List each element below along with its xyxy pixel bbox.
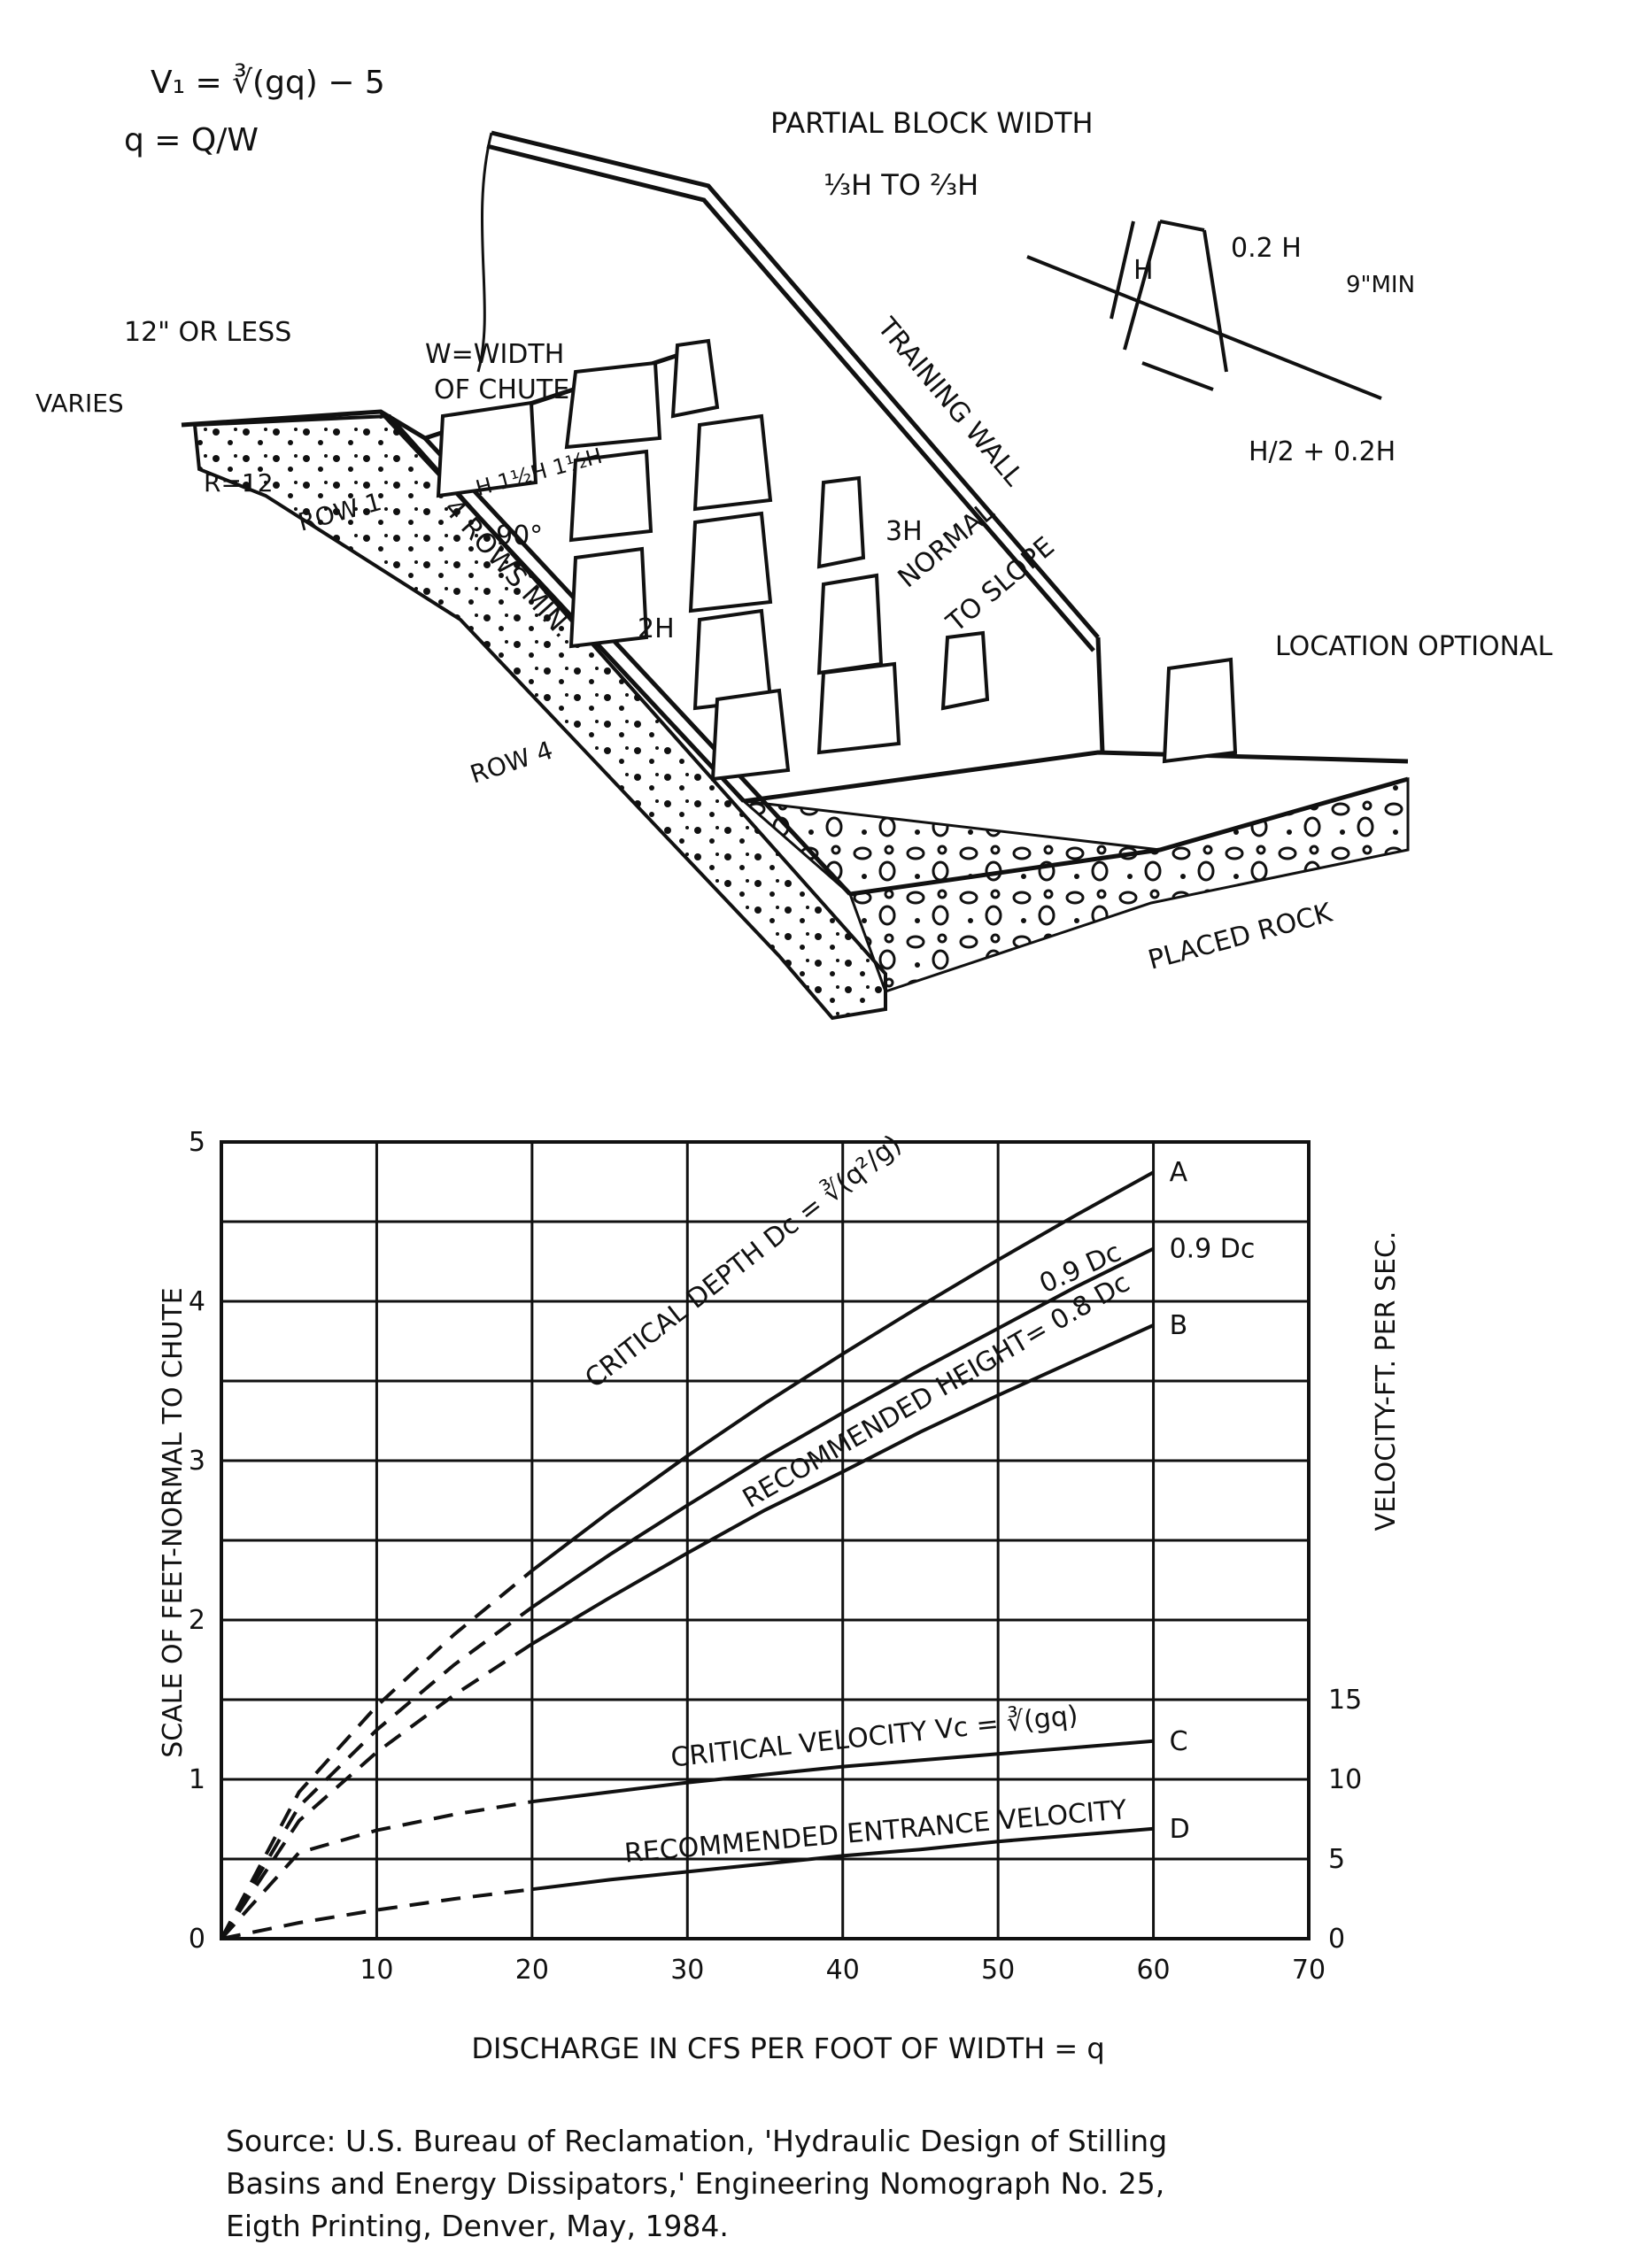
series-end-label: D — [1170, 1814, 1190, 1845]
x-axis-label: DISCHARGE IN CFS PER FOOT OF WIDTH = q — [471, 2032, 1104, 2065]
block-detail — [1026, 220, 1382, 400]
y-tick-label: 3 — [189, 1446, 205, 1477]
y2-tick-label: 0 — [1328, 1924, 1345, 1955]
series-line-dashed — [220, 1569, 534, 1940]
series-line-solid — [531, 1826, 1154, 1892]
partial-block-width-label: PARTIAL BLOCK WIDTH — [770, 106, 1094, 140]
y2-tick-label: 15 — [1328, 1685, 1362, 1716]
y-tick-label: 5 — [189, 1127, 205, 1158]
x-tick-label: 50 — [981, 1955, 1015, 1986]
series-line-solid — [531, 1739, 1154, 1804]
training-wall — [476, 130, 1105, 753]
x-tick-label: 40 — [826, 1955, 860, 1986]
chute-block-drawing: V₁ = ∛(gq) − 5 q = Q/W PARTIAL BLOCK WID… — [35, 63, 1553, 1021]
h-label: H — [1133, 255, 1154, 286]
y-tick-label: 4 — [189, 1286, 205, 1317]
x-tick-label: 70 — [1292, 1955, 1326, 1986]
width-of-chute-label-1: W=WIDTH — [425, 339, 564, 370]
width-of-chute-label-2: OF CHUTE — [434, 374, 569, 405]
source-citation: Source: U.S. Bureau of Reclamation, 'Hyd… — [226, 2120, 1421, 2248]
three-h-label: 3H — [885, 516, 923, 547]
chute-blocks — [436, 338, 1238, 782]
top-width-label: 0.2 H — [1231, 233, 1302, 264]
radius-label: R=12 — [204, 468, 274, 498]
series-end-label: A — [1170, 1157, 1188, 1188]
curve-annotation: CRITICAL DEPTH Dc = ∛(q²/g) — [579, 1128, 908, 1394]
chart-grid — [220, 1140, 1311, 1940]
y2-tick-label: 10 — [1328, 1764, 1362, 1795]
series-line-solid — [530, 1170, 1155, 1572]
series-end-label: C — [1170, 1726, 1188, 1757]
y-tick-label: 0 — [189, 1924, 205, 1955]
y-tick-label: 2 — [189, 1605, 205, 1636]
formula-v1: V₁ = ∛(gq) − 5 — [151, 63, 385, 101]
series-line-solid — [530, 1246, 1155, 1609]
y-tick-label: 1 — [189, 1764, 205, 1795]
block-range-label: ⅓H TO ⅔H — [824, 168, 978, 202]
series-end-label: 0.9 Dc — [1170, 1234, 1256, 1265]
y2-axis-label: VELOCITY-FT. PER SEC. — [1371, 1231, 1402, 1531]
x-tick-label: 20 — [515, 1955, 549, 1986]
series-line-dashed — [220, 1605, 534, 1940]
series-line-dashed — [220, 1887, 533, 1940]
curve-annotation: RECOMMENDED HEIGHT= 0.8 Dc — [738, 1268, 1135, 1515]
x-tick-label: 10 — [360, 1955, 393, 1986]
series-end-label: B — [1170, 1310, 1188, 1341]
formula-q: q = Q/W — [124, 122, 259, 158]
y2-tick-label: 5 — [1328, 1844, 1345, 1875]
min-9-label: 9"MIN — [1346, 272, 1415, 298]
x-tick-label: 30 — [670, 1955, 704, 1986]
angle-label: 90° — [496, 521, 543, 552]
location-optional-label: LOCATION OPTIONAL — [1275, 631, 1553, 662]
y-axis-label: SCALE OF FEET-NORMAL TO CHUTE — [158, 1287, 189, 1757]
series-line-solid — [530, 1323, 1155, 1646]
concrete-section — [192, 413, 887, 1021]
source-line-2: Basins and Energy Dissipators,' Engineer… — [226, 2166, 1165, 2201]
source-line-1: Source: U.S. Bureau of Reclamation, 'Hyd… — [226, 2124, 1168, 2158]
placed-rock-area — [739, 777, 1410, 993]
spacing-half-label: H/2 + 0.2H — [1249, 436, 1396, 467]
varies-label: VARIES — [35, 389, 124, 418]
chart-series — [220, 1170, 1155, 1940]
source-line-3: Eigth Printing, Denver, May, 1984. — [226, 2209, 729, 2243]
series-line-dashed — [220, 1800, 533, 1940]
x-tick-label: 60 — [1136, 1955, 1170, 1986]
two-h-label: 2H — [638, 613, 675, 644]
twelve-or-less-label: 12" OR LESS — [124, 317, 291, 348]
